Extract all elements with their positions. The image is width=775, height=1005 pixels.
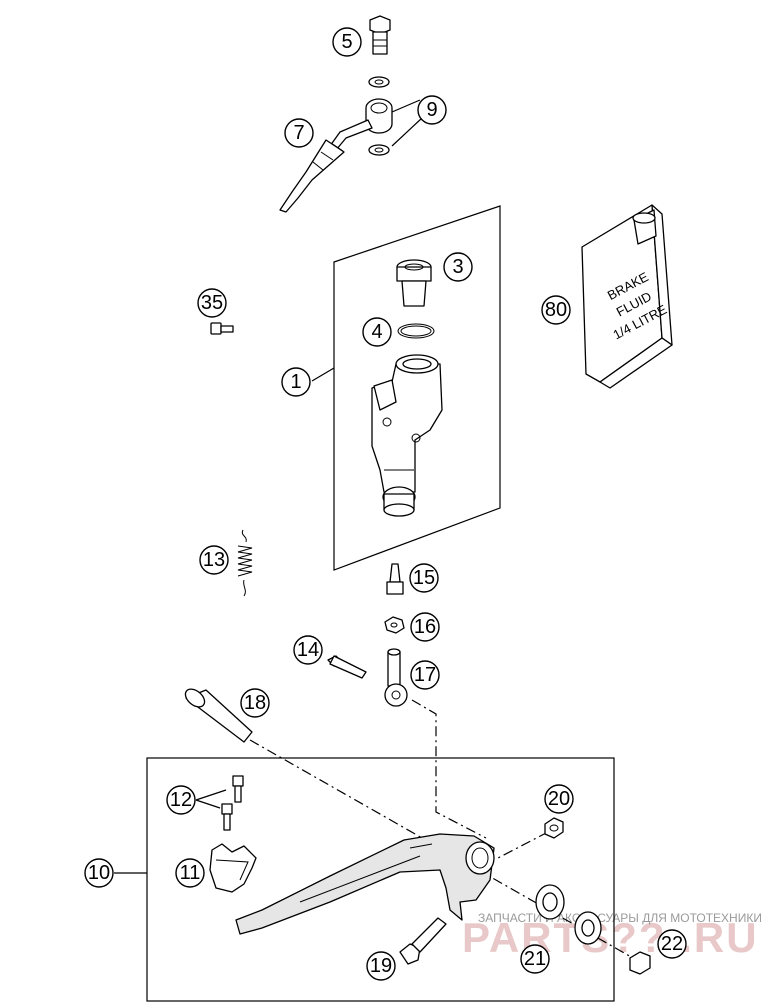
push-rod — [386, 563, 404, 595]
flange-nut — [544, 817, 564, 839]
callout-11-label: 11 — [180, 862, 201, 884]
callout-12: 12 — [166, 785, 196, 815]
callout-13: 13 — [199, 545, 229, 575]
brake-fluid-can: BRAKE FLUID 1/4 LITRE — [581, 204, 673, 389]
watermark-subtitle: ЗАПЧАСТИ И АКСЕССУАРЫ ДЛЯ МОТОТЕХНИКИ — [478, 911, 762, 925]
callout-15-label: 15 — [413, 567, 435, 589]
master-cylinder — [371, 354, 443, 517]
callout-16-label: 16 — [414, 616, 436, 638]
sealing-washers — [368, 76, 390, 156]
callout-10: 10 — [84, 858, 114, 888]
callout-4-label: 4 — [371, 321, 382, 343]
reservoir-connector — [396, 259, 432, 307]
pedal-pin — [184, 688, 253, 743]
callout-7: 7 — [284, 118, 314, 148]
callout-18: 18 — [240, 688, 270, 718]
leader-lines — [114, 99, 423, 874]
callout-21-label: 21 — [524, 948, 546, 970]
callout-80: 80 — [541, 295, 571, 325]
callout-5: 5 — [332, 27, 362, 57]
o-ring — [397, 323, 435, 339]
callout-17-label: 17 — [414, 664, 436, 686]
callout-22-label: 22 — [661, 933, 683, 955]
small-bolt — [210, 322, 234, 335]
callout-18-label: 18 — [244, 692, 266, 714]
pedal-step-tip — [209, 843, 257, 893]
banjo-bolt — [369, 15, 391, 55]
callout-14-label: 14 — [297, 639, 319, 661]
bearing — [535, 884, 602, 945]
callout-10-label: 10 — [88, 862, 110, 884]
clevis — [384, 648, 408, 707]
callout-15: 15 — [409, 563, 439, 593]
callout-21: 21 — [520, 944, 550, 974]
callout-20-label: 20 — [548, 788, 570, 810]
assembly-line-rod — [411, 699, 487, 839]
callout-13-label: 13 — [203, 549, 225, 571]
callout-22: 22 — [657, 929, 687, 959]
assembly-line-nut — [497, 831, 549, 859]
return-spring — [237, 529, 253, 597]
callout-4: 4 — [362, 317, 392, 347]
callout-80-label: 80 — [545, 299, 567, 321]
master-cylinder-frame — [333, 205, 501, 571]
callout-19-label: 19 — [370, 955, 392, 977]
callout-35: 35 — [197, 288, 227, 318]
brake-pedal — [235, 833, 495, 935]
brake-pedal-frame — [146, 757, 615, 1002]
callout-9: 9 — [417, 95, 447, 125]
pedal-nut — [629, 951, 651, 975]
brake-hose — [279, 98, 393, 213]
callout-9-label: 9 — [426, 99, 437, 121]
callout-1-label: 1 — [290, 371, 301, 393]
step-bolts — [221, 775, 244, 831]
callout-1: 1 — [281, 367, 311, 397]
callout-19: 19 — [366, 951, 396, 981]
watermark: PARTS?? .RU ЗАПЧАСТИ И АКСЕССУАРЫ ДЛЯ МО… — [462, 911, 762, 961]
callout-12-label: 12 — [170, 789, 192, 811]
callout-7-label: 7 — [293, 122, 304, 144]
callout-35-label: 35 — [201, 292, 223, 314]
lock-nut — [384, 616, 405, 634]
callout-17: 17 — [410, 660, 440, 690]
pivot-bolt — [327, 655, 367, 679]
callout-14: 14 — [293, 635, 323, 665]
callout-11: 11 — [175, 858, 205, 888]
callout-3-label: 3 — [452, 256, 463, 278]
callout-3: 3 — [443, 252, 473, 282]
callout-16: 16 — [410, 612, 440, 642]
pedal-pivot-bolt — [399, 917, 447, 965]
callout-20: 20 — [544, 784, 574, 814]
callout-5-label: 5 — [341, 31, 352, 53]
watermark-brand: PARTS?? .RU — [462, 914, 759, 961]
